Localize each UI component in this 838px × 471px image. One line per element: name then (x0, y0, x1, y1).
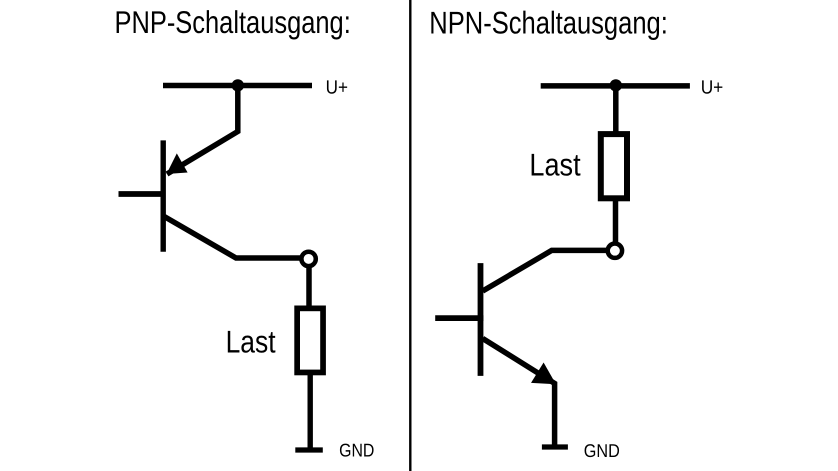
svg-text:GND: GND (584, 440, 620, 461)
svg-text:U+: U+ (326, 77, 348, 98)
svg-text:NPN-Schaltausgang:: NPN-Schaltausgang: (429, 4, 668, 40)
svg-text:Last: Last (226, 323, 276, 359)
svg-text:GND: GND (339, 440, 374, 461)
svg-text:U+: U+ (701, 78, 724, 99)
svg-text:PNP-Schaltausgang:: PNP-Schaltausgang: (115, 4, 351, 40)
svg-text:Last: Last (529, 147, 580, 183)
